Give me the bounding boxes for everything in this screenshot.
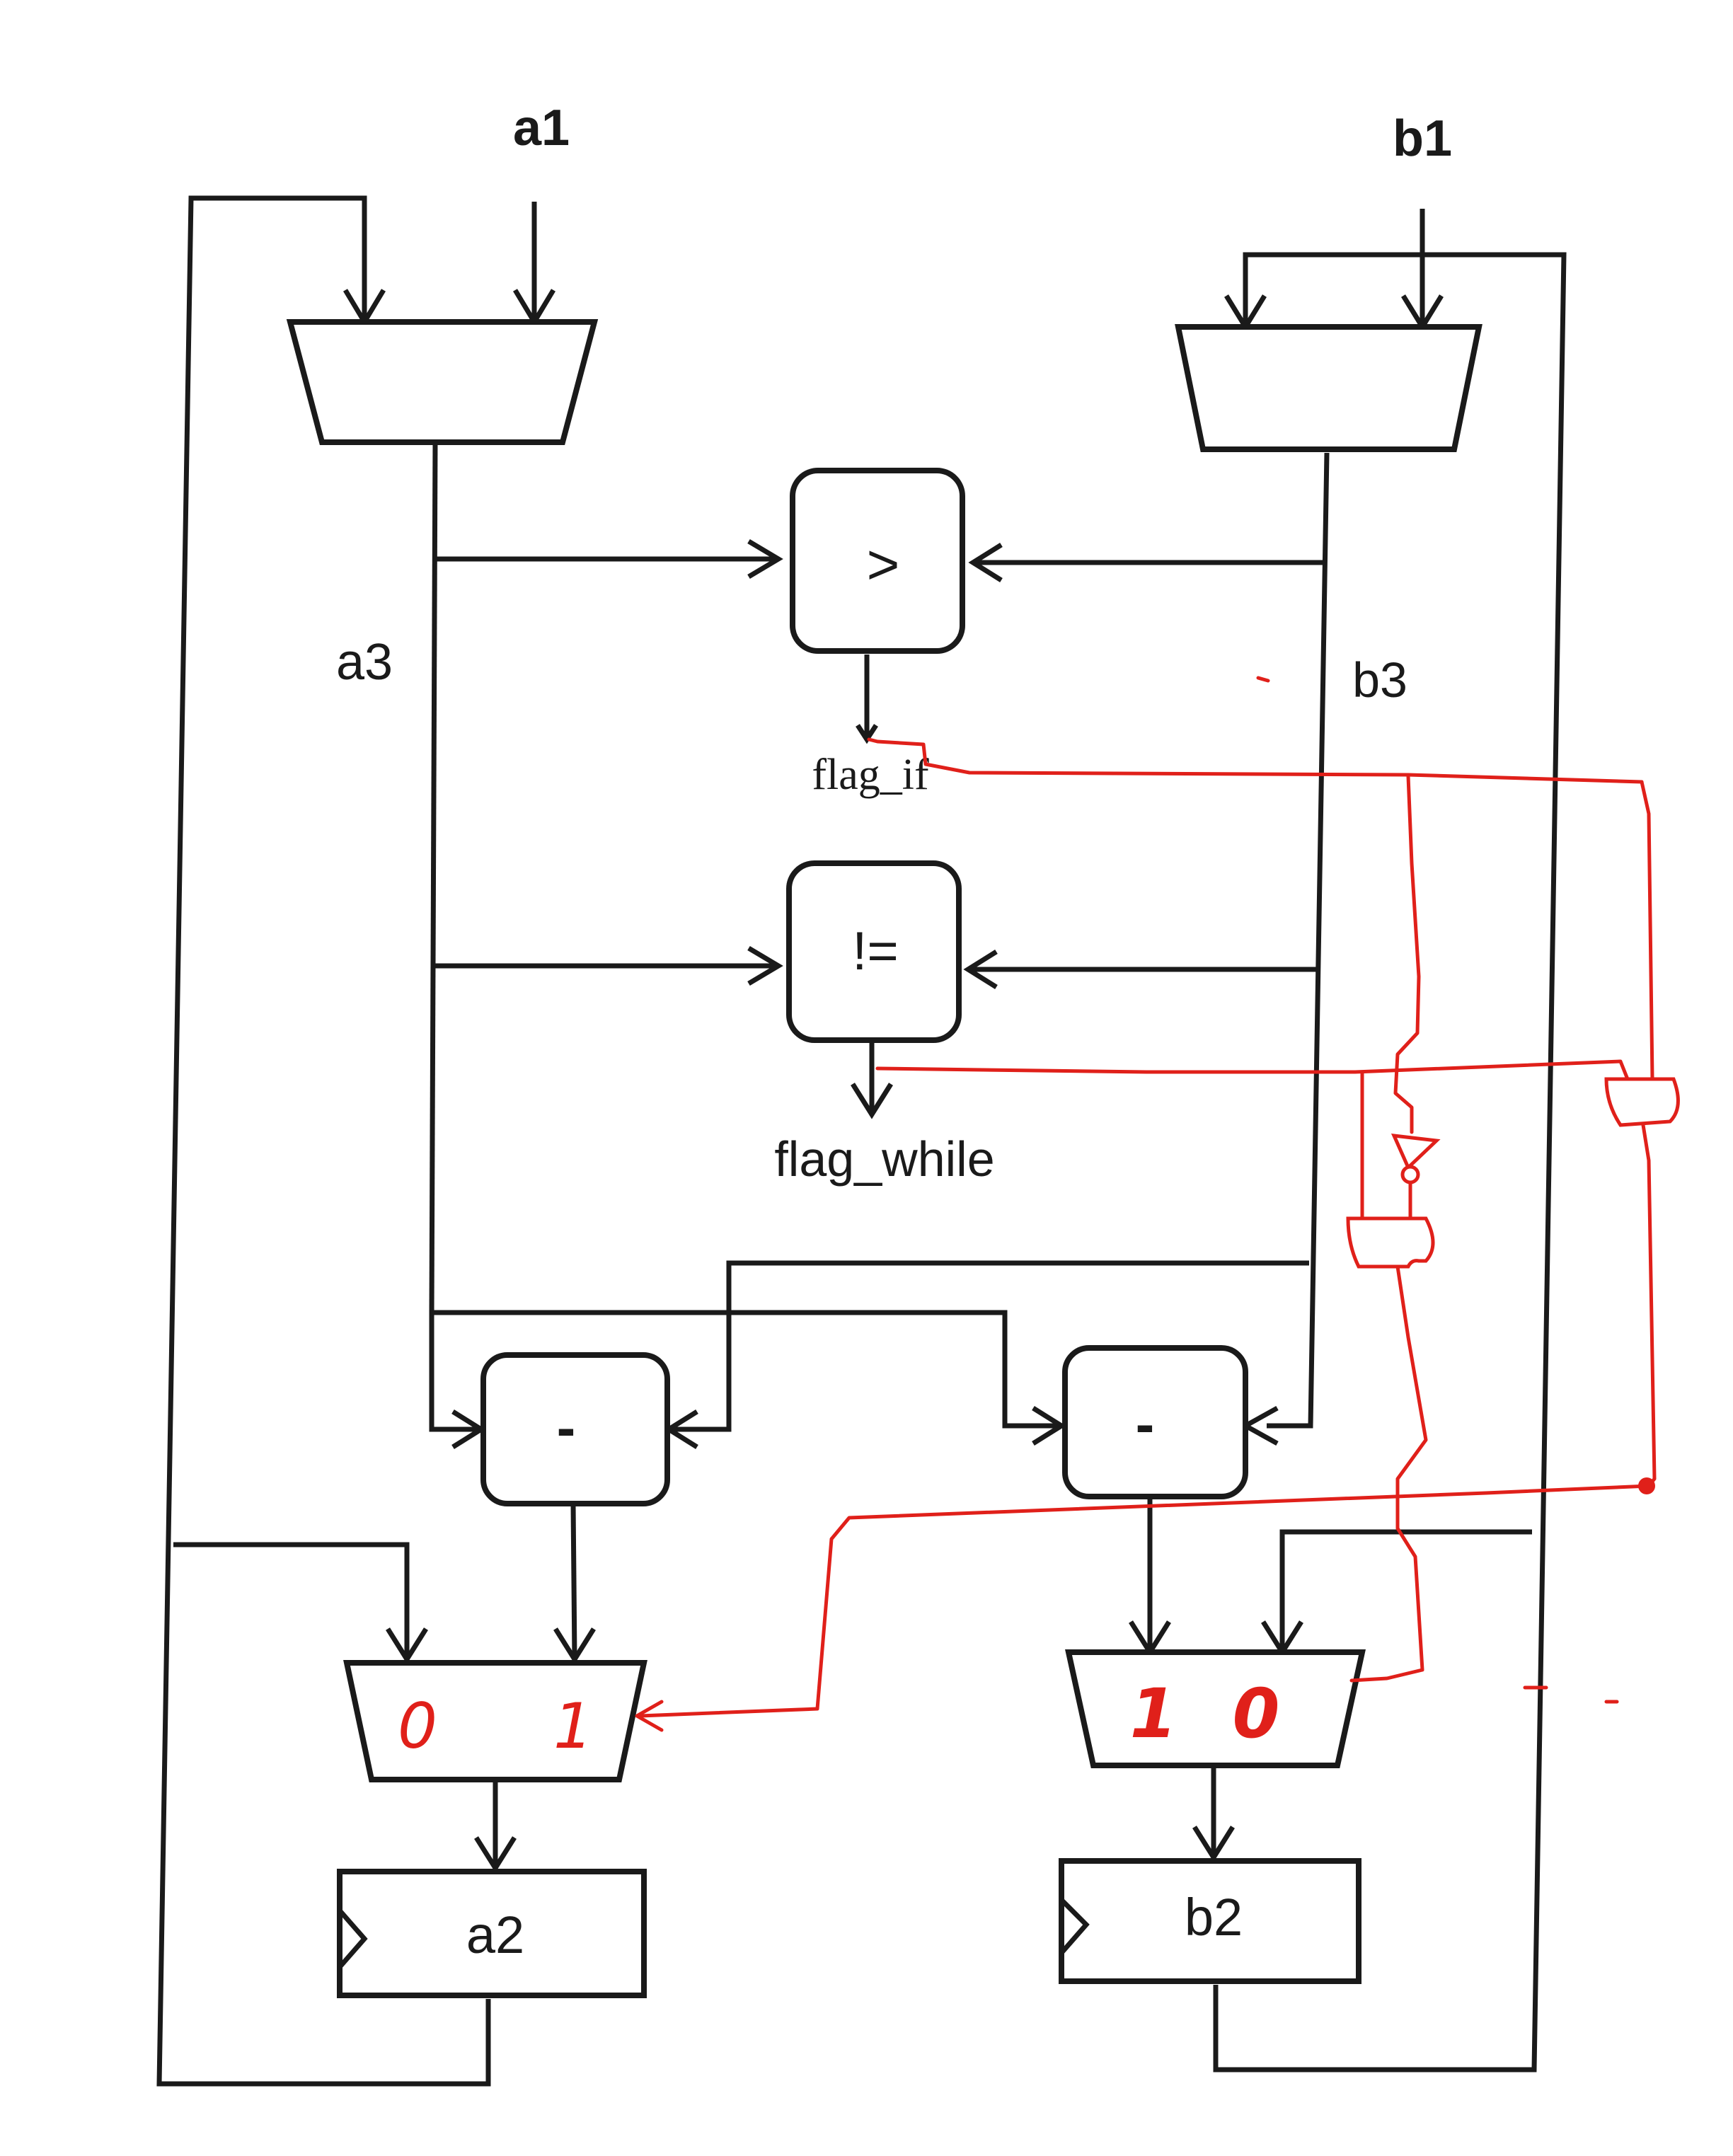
label-left-mux-sel-0: 0 (398, 1690, 437, 1763)
arrow-b3-gt (968, 543, 1003, 582)
red-inverter-icon (1391, 1134, 1441, 1171)
label-op-not-equal: != (852, 921, 899, 981)
wire-a3-sub-right (432, 1310, 1061, 1429)
register-a (337, 1869, 647, 1998)
wire-a2-feedback (156, 195, 491, 2087)
clock-b-icon (1059, 1898, 1090, 1955)
arrow-gt-out (856, 724, 878, 744)
red-select-right-mux (1349, 1264, 1428, 1683)
label-input-b: b1 (1393, 110, 1452, 167)
clock-a-icon (338, 1908, 368, 1969)
label-flag-if: flag_if (812, 751, 929, 799)
label-left-mux-sel-1: 1 (553, 1690, 593, 1763)
label-op-sub-left: - (557, 1396, 576, 1459)
red-flag-while-line (875, 1059, 1630, 1081)
label-register-b: b2 (1185, 1888, 1243, 1947)
arrow-a3-ne (747, 945, 783, 986)
wire-b2-feedback (1213, 252, 1567, 2073)
arrow-right-mux-reg (1192, 1826, 1235, 1862)
mux-a-input (286, 319, 599, 445)
comparator-greater-than (790, 468, 965, 654)
arrow-a3-gt (747, 538, 783, 580)
red-inverter-bubble (1400, 1165, 1420, 1184)
wire-a3-bus (429, 442, 438, 1313)
arrow-left-mux-hold (386, 1627, 428, 1664)
mux-a-output (343, 1660, 647, 1782)
arrow-a3-sub-right (1032, 1406, 1066, 1446)
comparator-not-equal (786, 860, 962, 1043)
red-select-left-arrow (635, 1700, 664, 1732)
red-tick-3 (1256, 676, 1270, 683)
arrow-ne-out (851, 1083, 893, 1119)
arrow-b3-ne (963, 950, 998, 989)
red-and-gate-right-icon (1604, 1077, 1680, 1127)
label-op-sub-right: - (1136, 1393, 1155, 1455)
wire-a3-sub-left (429, 1313, 481, 1432)
label-op-greater: > (867, 533, 900, 596)
label-right-mux-sel-1: 1 (1130, 1674, 1178, 1753)
red-junction-dot (1638, 1477, 1655, 1494)
arrow-left-mux-reg (474, 1836, 517, 1873)
label-signal-a3: a3 (336, 634, 393, 691)
red-and-gate-left-icon (1346, 1216, 1435, 1269)
label-register-a: a2 (466, 1906, 524, 1964)
red-select-left-mux (638, 1123, 1657, 1718)
mux-b-input (1175, 324, 1482, 452)
red-flag-if-branch (1393, 774, 1421, 1134)
wire-left-mux-hold (173, 1542, 410, 1659)
red-flag-if-right (1640, 780, 1654, 1081)
label-input-a: a1 (513, 100, 570, 156)
wire-b3-sub-left (669, 1260, 1309, 1432)
label-right-mux-sel-0: 0 (1233, 1674, 1280, 1753)
wire-right-mux-hold (1279, 1529, 1532, 1652)
wire-sub-left-out (570, 1503, 577, 1660)
subtractor-left (480, 1352, 670, 1506)
label-signal-b3: b3 (1352, 652, 1407, 708)
wire-b3-bus (1267, 452, 1330, 1429)
arrow-sub-left-out (553, 1627, 596, 1664)
register-b (1059, 1858, 1361, 1984)
subtractor-right (1062, 1345, 1248, 1499)
label-flag-while: flag_while (774, 1131, 994, 1187)
mux-b-output (1065, 1649, 1366, 1768)
red-flag-if-line (867, 737, 1644, 784)
